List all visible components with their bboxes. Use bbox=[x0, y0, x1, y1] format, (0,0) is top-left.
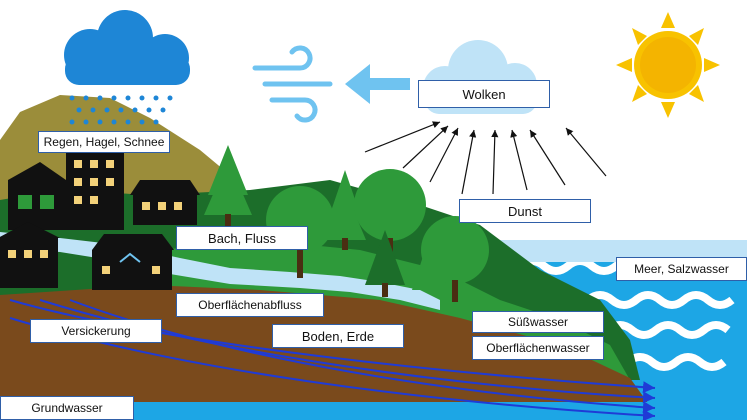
label-bach: Bach, Fluss bbox=[176, 226, 308, 250]
groundwater-strip bbox=[0, 402, 747, 420]
label-boden: Boden, Erde bbox=[272, 324, 404, 348]
label-wolken: Wolken bbox=[418, 80, 550, 108]
sun-icon bbox=[616, 12, 720, 118]
rain-cloud-icon bbox=[64, 10, 190, 125]
wind-icon bbox=[252, 45, 333, 123]
soil bbox=[0, 285, 660, 420]
label-suesswasser: Süßwasser bbox=[472, 311, 604, 333]
tree-icon bbox=[204, 145, 489, 302]
house-icon bbox=[0, 150, 200, 290]
label-oberflaechenabfluss: Oberflächenabfluss bbox=[176, 293, 324, 317]
label-oberflaechenwasser: Oberflächenwasser bbox=[472, 336, 604, 360]
label-meer: Meer, Salzwasser bbox=[616, 257, 747, 281]
label-regen: Regen, Hagel, Schnee bbox=[38, 131, 170, 153]
label-versickerung: Versickerung bbox=[30, 319, 162, 343]
label-grundwasser: Grundwasser bbox=[0, 396, 134, 420]
arrow-icon bbox=[345, 64, 410, 104]
label-dunst: Dunst bbox=[459, 199, 591, 223]
evaporation-arrows bbox=[364, 121, 607, 195]
